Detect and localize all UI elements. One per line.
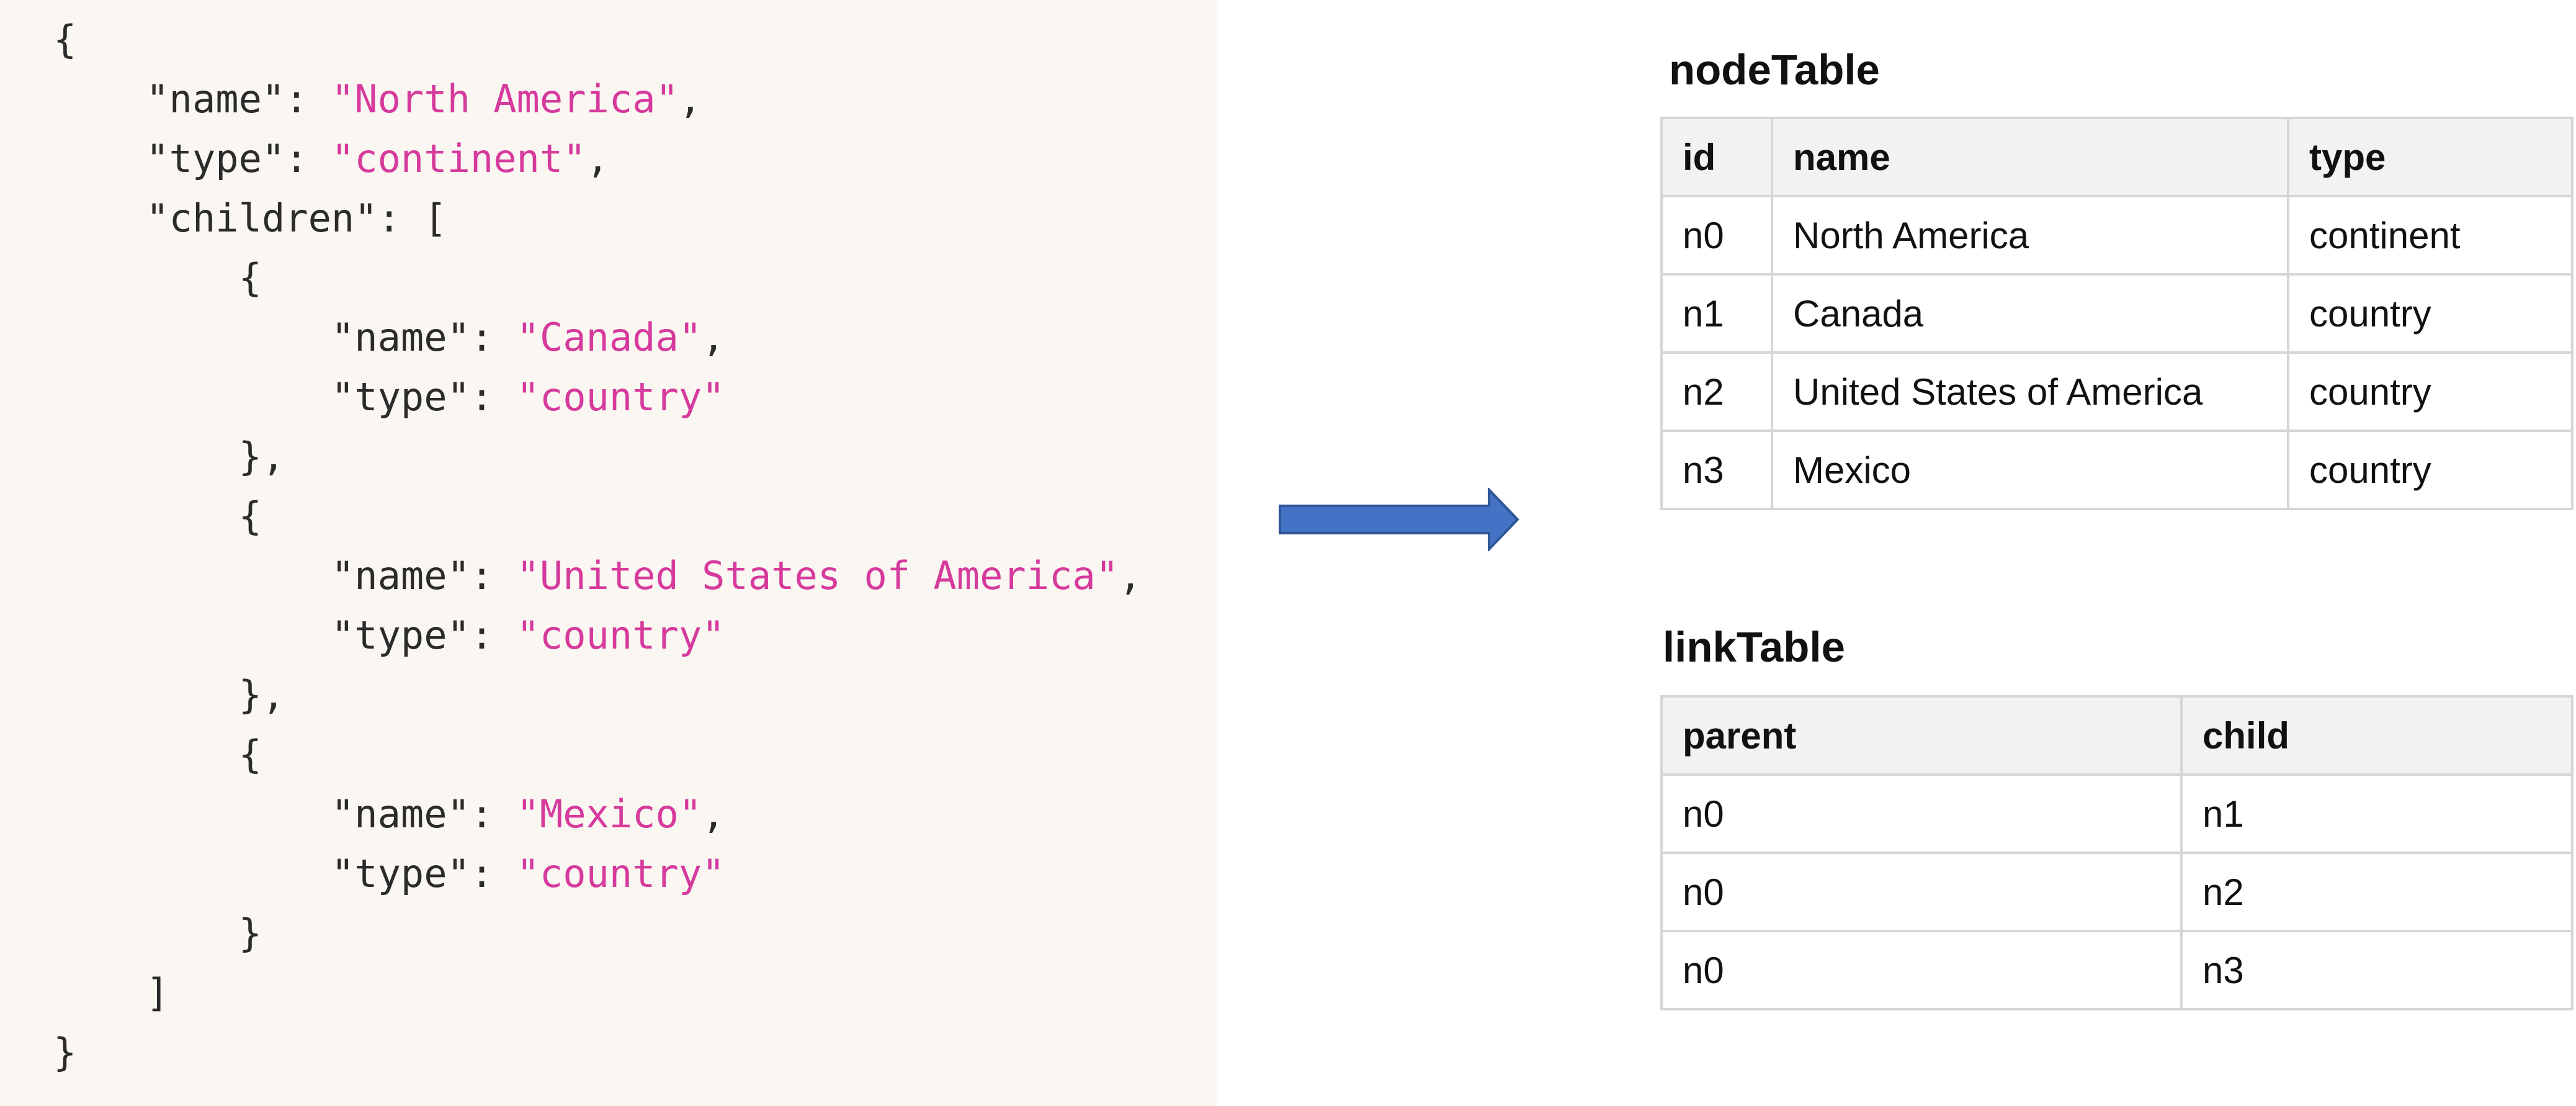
code-line: {: [53, 248, 262, 308]
code-token: "children": [: [53, 196, 447, 241]
code-token: "name":: [53, 553, 517, 598]
code-line: {: [53, 10, 76, 70]
code-line: "children": [: [53, 189, 447, 248]
code-line: "name": "United States of America",: [53, 546, 1142, 606]
node-table-cell: country: [2287, 351, 2574, 432]
code-line: "type": "country": [53, 367, 725, 427]
link-table-cell: n0: [1660, 930, 2183, 1010]
code-string-token: "country": [516, 851, 725, 896]
code-token: },: [53, 434, 285, 479]
code-token: ,: [702, 791, 725, 837]
code-token: "type":: [53, 136, 331, 181]
code-token: ]: [53, 970, 169, 1015]
code-string-token: "continent": [331, 136, 586, 181]
node-table-cell: n3: [1660, 429, 1773, 510]
code-token: ,: [678, 76, 702, 122]
node-table-title: nodeTable: [1669, 46, 1880, 94]
code-string-token: "country": [516, 613, 725, 658]
node-table-cell: North America: [1771, 195, 2289, 276]
json-code-panel: { "name": "North America", "type": "cont…: [0, 0, 1217, 1106]
node-table-cell: United States of America: [1771, 351, 2289, 432]
code-string-token: "country": [516, 374, 725, 420]
node-table-cell: n2: [1660, 351, 1773, 432]
column-header-type: type: [2287, 117, 2574, 197]
code-string-token: "North America": [331, 76, 679, 122]
code-string-token: "Canada": [516, 315, 702, 360]
node-table-cell: country: [2287, 429, 2574, 510]
code-line: },: [53, 665, 285, 725]
link-table-cell: n2: [2180, 852, 2574, 932]
code-line: "name": "North America",: [53, 70, 702, 129]
code-token: "name":: [53, 791, 517, 837]
node-table-cell: n0: [1660, 195, 1773, 276]
node-table-cell: country: [2287, 273, 2574, 354]
code-token: ,: [702, 315, 725, 360]
code-token: }: [53, 1030, 77, 1075]
right-arrow-icon: [1279, 488, 1519, 551]
code-token: },: [53, 672, 285, 717]
link-table-title: linkTable: [1663, 623, 1845, 671]
code-line: "type": "country": [53, 606, 725, 665]
code-token: ,: [1119, 553, 1142, 598]
link-table-cell: n1: [2180, 773, 2574, 854]
node-table-cell: Canada: [1771, 273, 2289, 354]
node-table-cell: continent: [2287, 195, 2574, 276]
code-line: },: [53, 427, 285, 487]
column-header-child: child: [2180, 695, 2574, 776]
code-line: "type": "continent",: [53, 129, 609, 189]
code-line: }: [53, 1023, 76, 1082]
link-table-header-row: parent child: [1660, 695, 2574, 776]
code-token: "name":: [53, 76, 331, 122]
link-table-cell: n3: [2180, 930, 2574, 1010]
code-line: ]: [53, 963, 169, 1023]
code-line: "name": "Mexico",: [53, 785, 725, 844]
node-table-cell: n1: [1660, 273, 1773, 354]
code-token: ,: [586, 136, 609, 181]
code-line: {: [53, 487, 262, 546]
code-line: }: [53, 904, 262, 963]
code-token: {: [53, 732, 262, 777]
code-line: "name": "Canada",: [53, 308, 725, 367]
code-token: "type":: [53, 613, 517, 658]
node-table-header-row: id name type: [1660, 117, 2574, 197]
node-table-cell: Mexico: [1771, 429, 2289, 510]
column-header-name: name: [1771, 117, 2289, 197]
code-token: "type":: [53, 851, 517, 896]
column-header-id: id: [1660, 117, 1773, 197]
column-header-parent: parent: [1660, 695, 2183, 776]
code-token: {: [53, 255, 262, 300]
code-token: "type":: [53, 374, 517, 420]
code-line: {: [53, 725, 262, 785]
code-token: {: [53, 493, 262, 539]
link-table-cell: n0: [1660, 852, 2183, 932]
code-token: }: [53, 910, 262, 956]
code-string-token: "Mexico": [516, 791, 702, 837]
code-line: "type": "country": [53, 844, 725, 904]
code-token: "name":: [53, 315, 517, 360]
code-token: {: [53, 17, 77, 62]
link-table-cell: n0: [1660, 773, 2183, 854]
code-string-token: "United States of America": [516, 553, 1119, 598]
